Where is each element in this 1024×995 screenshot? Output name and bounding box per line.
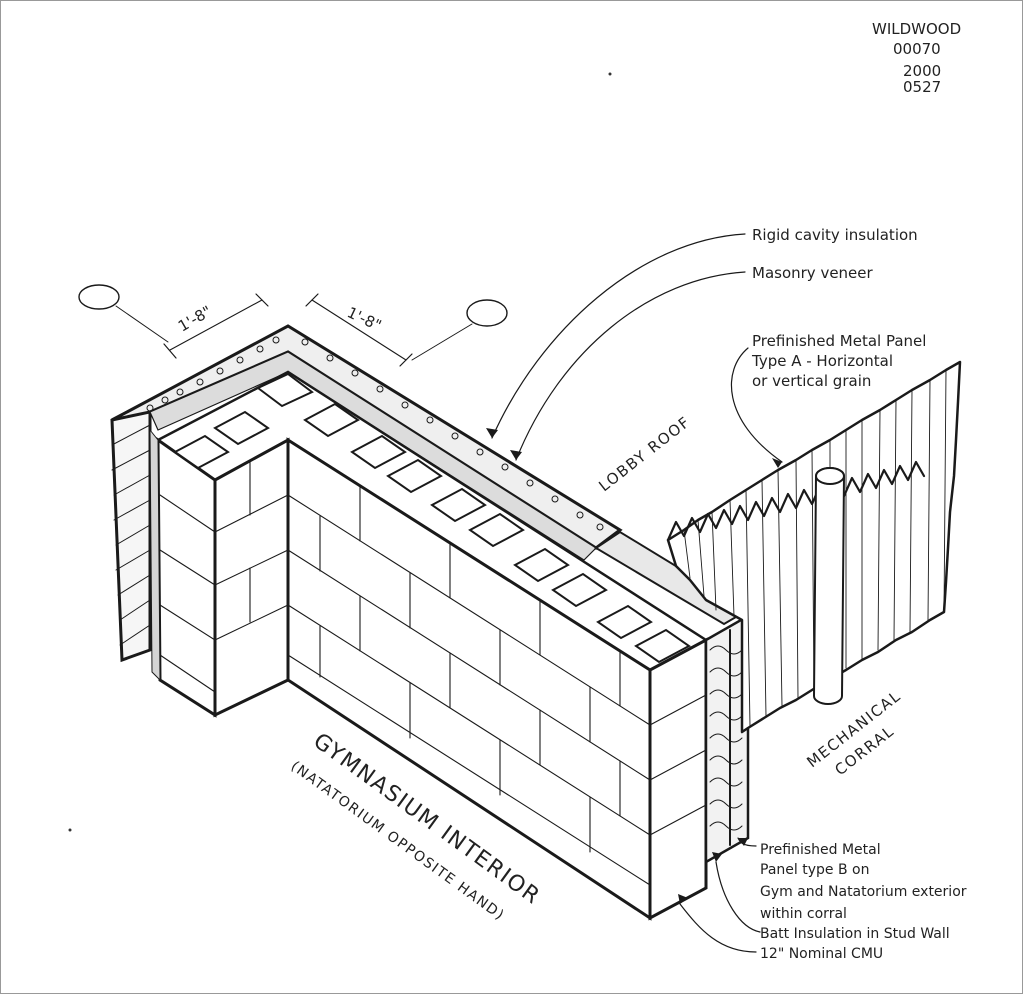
cmu-end-face	[156, 437, 217, 718]
label-cmu: 12" Nominal CMU	[760, 946, 883, 962]
label-panel-b-4: within corral	[760, 906, 847, 922]
cmu-wall	[110, 324, 709, 921]
cmu-core	[386, 458, 443, 494]
veneer-brick-holes	[146, 336, 604, 531]
panel-top-zigzag	[666, 460, 926, 542]
label-rigid-insulation: Rigid cavity insulation	[752, 226, 918, 244]
label-panel-b-1: Prefinished Metal	[760, 842, 881, 858]
cmu-core	[513, 547, 570, 583]
cmu-coursing	[159, 459, 707, 886]
label-panel-a-1: Prefinished Metal Panel	[752, 332, 926, 350]
cmu-core	[173, 434, 230, 470]
label-panel-a-2: Type A - Horizontal	[751, 352, 893, 370]
dim-tick	[305, 293, 319, 307]
veneer-left-coursing	[111, 424, 151, 646]
leader-batt	[715, 861, 761, 933]
cmu-core	[596, 604, 653, 640]
project-number: 00070	[893, 40, 941, 58]
cmu-core	[634, 628, 691, 664]
corrugation-lines	[683, 369, 947, 727]
grid-bubble-right	[466, 299, 508, 327]
leader-panel-a	[730, 347, 783, 463]
project-name: WILDWOOD	[872, 20, 961, 38]
label-panel-b-2: Panel type B on	[760, 862, 869, 878]
grid-leader-right	[411, 323, 473, 361]
leader-rigid-insulation	[491, 233, 746, 439]
downspout	[812, 467, 846, 705]
label-batt-insulation: Batt Insulation in Stud Wall	[760, 926, 950, 942]
masonry-veneer-left	[110, 397, 152, 663]
cmu-core	[468, 512, 525, 548]
cmu-core	[350, 434, 407, 470]
cmu-long-end-face	[648, 637, 708, 921]
cmu-core	[303, 402, 360, 438]
label-panel-a-3: or vertical grain	[752, 372, 871, 390]
batt-insulation-squiggle	[709, 645, 743, 831]
title-block: WILDWOOD 00070 2000 0527	[872, 20, 961, 96]
cmu-core	[430, 487, 487, 523]
drawing-date: 0527	[903, 78, 941, 96]
dim-tick	[255, 293, 269, 307]
grid-bubble-left	[78, 284, 120, 310]
dimension-line-left	[169, 299, 263, 351]
dim-tick	[399, 353, 413, 367]
label-masonry-veneer: Masonry veneer	[752, 264, 874, 282]
dimension-label-right: 1'-8"	[344, 303, 384, 334]
dim-tick	[163, 343, 177, 359]
dimension-label-left: 1'-8"	[175, 302, 215, 335]
rigid-insulation-left	[149, 428, 161, 682]
dimension-line-right	[311, 299, 407, 361]
corrugated-panel-outline	[666, 360, 962, 734]
leader-lines	[491, 233, 783, 953]
leader-arrowheads	[486, 428, 782, 904]
pen-dot	[608, 72, 612, 76]
grid-leader-left	[115, 305, 169, 343]
cmu-core	[256, 372, 314, 408]
rigid-insulation-band	[149, 351, 597, 561]
metal-panel-type-a	[666, 360, 962, 734]
downspout-top	[815, 467, 845, 485]
label-panel-b-3: Gym and Natatorium exterior	[760, 884, 967, 900]
leader-masonry-veneer	[515, 271, 746, 461]
drawing-year: 2000	[903, 62, 941, 80]
cmu-cores	[173, 372, 691, 664]
cmu-core	[551, 572, 608, 608]
pen-dot	[68, 828, 72, 832]
cmu-return-face	[213, 437, 290, 718]
label-lobby-roof: LOBBY ROOF	[595, 413, 694, 496]
leader-cmu	[679, 903, 757, 953]
cmu-core	[213, 410, 270, 446]
